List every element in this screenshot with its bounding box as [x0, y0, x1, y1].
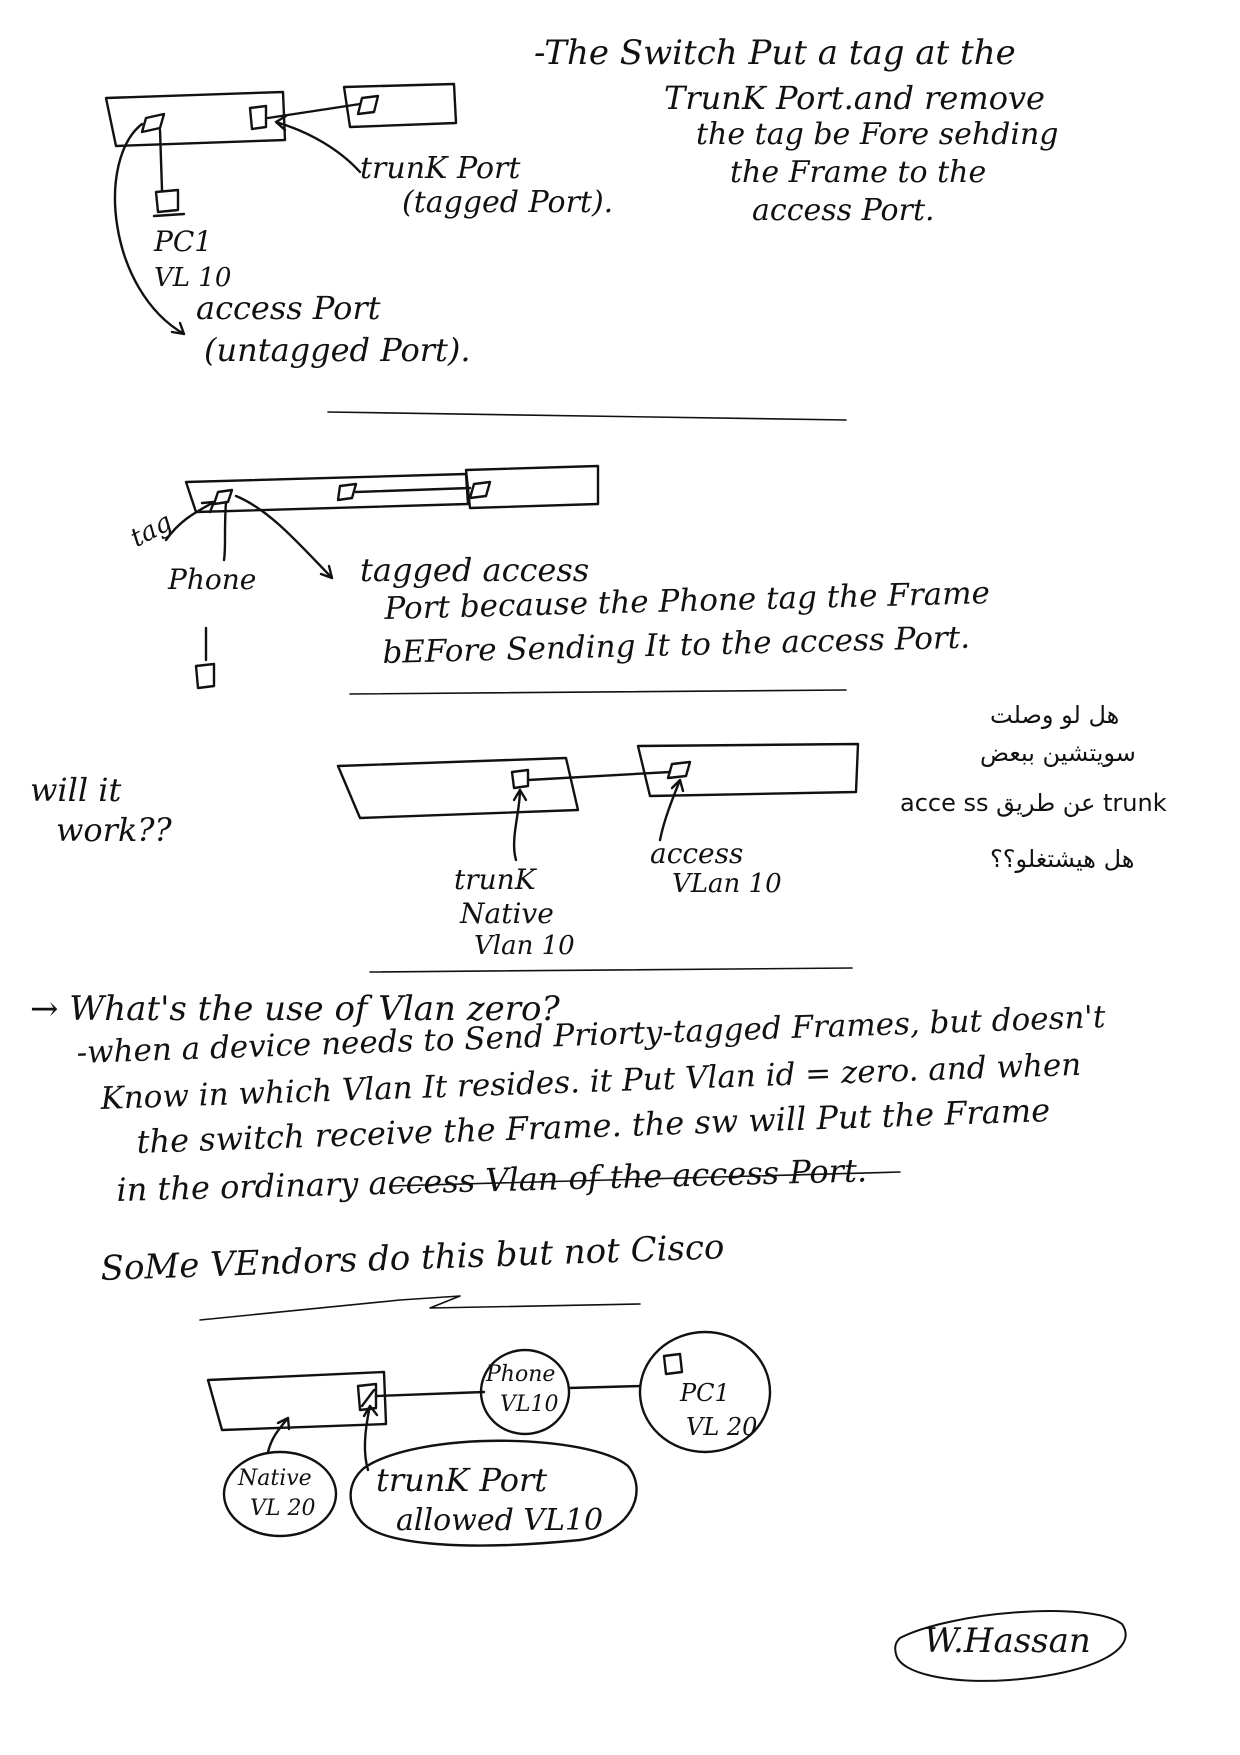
- trunk-native-label-2: Native: [460, 897, 554, 930]
- switch-2-box: [344, 84, 456, 127]
- section1-note-line-5: access Port.: [752, 193, 935, 228]
- section1-note-line-1: -The Switch Put a tag at the: [534, 33, 1016, 73]
- will-it-work-line-2: work??: [56, 811, 172, 849]
- access-vlan-label-1: access: [650, 837, 744, 870]
- pc1-label: PC1: [154, 225, 213, 258]
- pc-drop-line: [160, 130, 162, 190]
- trunk-bubble-shape: [351, 1441, 637, 1546]
- section2-note-line-1: tagged access: [360, 551, 590, 589]
- section1-note-line-4: the Frame to the: [730, 155, 987, 190]
- tagged-port-label: (tagged Port).: [402, 185, 614, 220]
- section1-note-line-3: the tag be Fore sehding: [696, 117, 1059, 152]
- access-vlan-label-2: VLan 10: [672, 869, 782, 899]
- phone-bubble-line-1: Phone: [486, 1362, 556, 1387]
- access-arrow: [115, 124, 184, 334]
- switch-4-box: [466, 466, 598, 508]
- switch-1-box: [106, 92, 285, 146]
- phone-bubble-line-2: VL10: [500, 1392, 559, 1417]
- native-bubble-line-1: Native: [238, 1466, 312, 1491]
- pc-icon-2: [196, 664, 214, 688]
- access-up-arrow: [660, 780, 683, 840]
- link-line-2: [356, 488, 470, 492]
- divider-2: [350, 690, 846, 694]
- trunk-native-label-3: Vlan 10: [474, 931, 575, 961]
- native-arrow: [268, 1418, 289, 1452]
- trunk-port-label: trunK Port: [360, 151, 521, 186]
- vlan-zero-question: → What's the use of Vlan zero?: [30, 989, 560, 1029]
- diagram-1: [106, 84, 456, 334]
- link-line: [268, 104, 360, 118]
- far-port-icon: [358, 96, 378, 114]
- trunk-bubble-arrow: [364, 1406, 377, 1470]
- tagged-port-icon: [214, 490, 232, 504]
- pc-bubble-line-1: PC1: [680, 1379, 730, 1407]
- arabic-line-2: سويتشين ببعض: [980, 739, 1136, 767]
- switch-6-box: [638, 744, 858, 796]
- signature-ring: [895, 1611, 1125, 1681]
- trunk-port-icon-3: [512, 770, 528, 788]
- trunk-port-icon: [250, 106, 266, 129]
- pc-icon-5: [664, 1354, 682, 1374]
- link-line-3: [528, 772, 670, 780]
- arabic-line-3: trunk عن طريق acce ss: [900, 789, 1167, 817]
- vendor-underline: [200, 1296, 640, 1320]
- port-icon-3: [470, 482, 490, 498]
- access-port-icon: [142, 114, 164, 132]
- diagram-2: [166, 466, 598, 688]
- signature: W.Hassan: [924, 1621, 1091, 1661]
- tagged-access-arrow: [236, 496, 332, 578]
- arabic-line-4: هل هيشتغلو؟؟: [990, 845, 1135, 873]
- link-phone: [376, 1392, 484, 1396]
- trunk-bubble-line-1: trunK Port: [376, 1461, 548, 1499]
- divider-3: [370, 968, 852, 972]
- trunk-port-icon-5: [358, 1384, 376, 1410]
- link-pc: [569, 1386, 640, 1388]
- switch-7-box: [208, 1372, 386, 1430]
- port-icon-2: [338, 484, 356, 500]
- trunk-bubble-line-2: allowed VL10: [396, 1503, 604, 1538]
- access-port-label: access Port: [196, 289, 381, 327]
- will-it-work-line-1: will it: [30, 771, 122, 809]
- diagram-3: [338, 744, 858, 860]
- phone-drop-line: [224, 502, 226, 560]
- switch-3-box: [186, 474, 468, 512]
- trunk-up-arrow: [514, 790, 526, 860]
- access-port-icon-3: [668, 762, 690, 778]
- pc-bubble-shape: [640, 1332, 770, 1452]
- pc-bubble-line-2: VL 20: [686, 1413, 758, 1441]
- phone-bubble-shape: [481, 1350, 569, 1434]
- section1-note-line-2: TrunK Port.and remove: [664, 79, 1045, 117]
- switch-5-box: [338, 758, 578, 818]
- tag-arrow: [166, 502, 214, 540]
- untagged-port-label: (untagged Port).: [204, 331, 471, 369]
- arabic-line-1: هل لو وصلت: [990, 701, 1120, 729]
- native-bubble-shape: [224, 1452, 336, 1536]
- trunk-arrow: [276, 116, 360, 172]
- divider-1: [328, 412, 846, 420]
- diagram-5: [208, 1332, 770, 1545]
- phone-label: Phone: [168, 563, 257, 596]
- pc1-vlan-label: VL 10: [154, 263, 232, 293]
- section4-underline: [390, 1172, 900, 1186]
- pc1-icon: [154, 190, 184, 216]
- trunk-native-label-1: trunK: [454, 863, 536, 896]
- native-bubble-line-2: VL 20: [250, 1496, 316, 1521]
